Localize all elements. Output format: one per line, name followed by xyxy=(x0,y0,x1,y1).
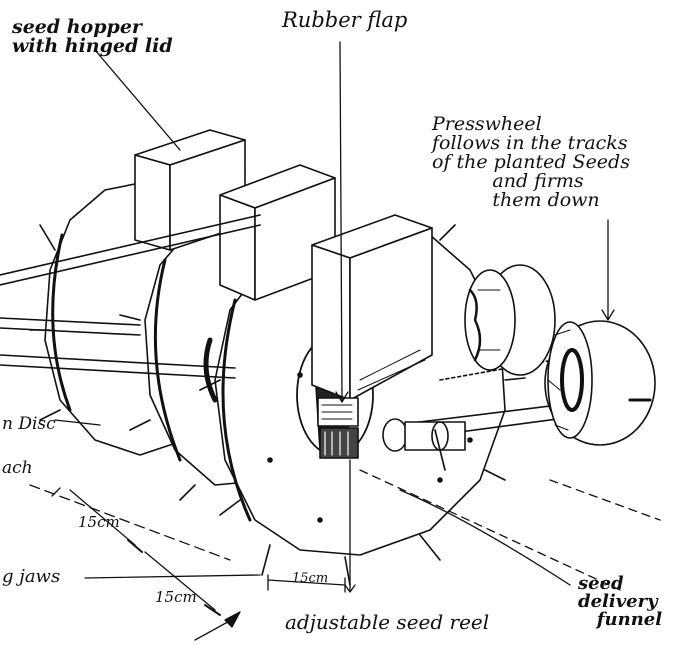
dimension-lines xyxy=(29,469,661,641)
axle-hub xyxy=(382,418,466,471)
seed-reel-label: adjustable seed reel xyxy=(285,610,490,634)
rubber-flap xyxy=(317,397,359,427)
jaws-label: g jaws xyxy=(2,566,61,587)
spacing-label-1: 15cm xyxy=(78,513,120,531)
rubber-flap-label: Rubber flap xyxy=(282,8,408,32)
each-label: ach xyxy=(2,458,33,478)
press-wheel-front xyxy=(544,320,656,446)
disc-label: n Disc xyxy=(2,414,56,434)
adjustable-seed-reel xyxy=(319,427,359,459)
spacing-label-3: 15cm xyxy=(292,571,329,586)
press-wheel-rear xyxy=(464,264,556,376)
spacing-label-2: 15cm xyxy=(155,588,197,606)
press-wheel-label: Presswheel follows in the tracks of the … xyxy=(432,113,630,211)
seed-delivery-label: seed delivery funnel xyxy=(578,573,663,630)
leader-lines xyxy=(54,41,615,593)
seed-hopper-3 xyxy=(311,214,433,401)
seed-hopper-label: seed hopper with hinged lid xyxy=(12,16,173,57)
